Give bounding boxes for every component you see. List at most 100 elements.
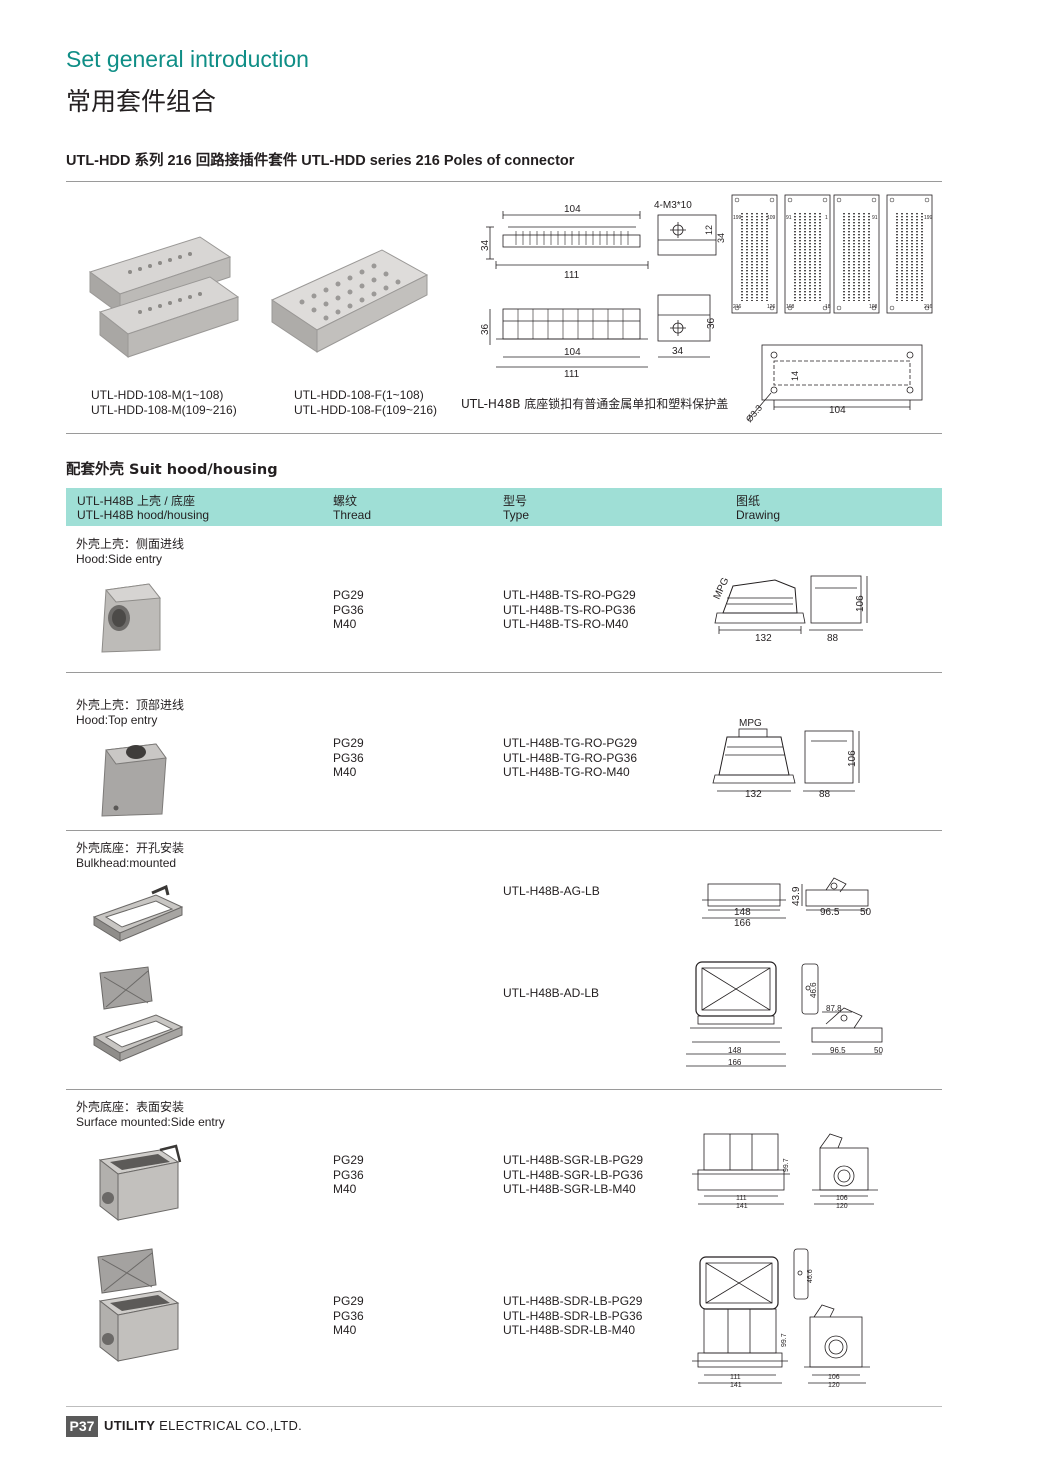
bulkhead-ag-image — [92, 884, 184, 942]
page-title-en: Set general introduction — [66, 46, 309, 72]
top-side-view — [486, 211, 649, 269]
dim-106-b: 106 — [847, 750, 858, 767]
dim-111: 111 — [736, 1195, 747, 1202]
row3-label-en: Bulkhead:mounted — [76, 855, 177, 870]
bulkhead-ag-drawing: 148 166 43.9 96.5 50 — [702, 877, 872, 929]
dim-132-b: 132 — [745, 789, 762, 800]
dim-m3: 4-M3*10 — [654, 200, 692, 211]
female-socket-holes — [299, 263, 401, 321]
end-view-top — [657, 214, 717, 256]
type-value: UTL-H48B-SGR-LB-M40 — [503, 1182, 636, 1196]
dim-120-b: 120 — [828, 1382, 840, 1389]
pin-label-c2: 91 — [872, 215, 878, 221]
th-thread: 螺纹 Thread — [333, 494, 371, 522]
end-view-bottom — [657, 294, 711, 358]
page-number-badge: P37 — [66, 1416, 98, 1437]
dim-99-7-b: 99.7 — [781, 1333, 788, 1347]
section2-heading: 配套外壳 Suit hood/housing — [66, 462, 278, 478]
dim-50-b: 50 — [874, 1046, 883, 1055]
surface-sdr-image — [97, 1248, 180, 1363]
type-value: UTL-H48B-TS-RO-M40 — [503, 617, 629, 631]
dim-hole-dia: Ø3.3 — [744, 403, 764, 424]
dim-111-top: 111 — [564, 270, 580, 281]
male-label-1: UTL-HDD-108-M(1~108) — [91, 388, 224, 402]
pin-label-a1: 199 — [733, 215, 742, 221]
thread-value: PG36 — [333, 1308, 364, 1323]
mpg-label-2: MPG — [739, 718, 762, 729]
surface-sdr-drawing: 111 141 99.7 46.6 106 120 — [692, 1248, 870, 1389]
row4a-types: UTL-H48B-SGR-LB-PG29 UTL-H48B-SGR-LB-PG3… — [503, 1153, 643, 1197]
section1-top-rule — [66, 181, 942, 182]
thread-value: PG36 — [333, 602, 364, 617]
pin-label-b3: 108 — [786, 304, 795, 310]
section1-bottom-rule — [66, 433, 942, 434]
th-type: 型号 Type — [503, 494, 529, 522]
row2-types: UTL-H48B-TG-RO-PG29 UTL-H48B-TG-RO-PG36 … — [503, 736, 637, 780]
type-value: UTL-H48B-SGR-LB-PG36 — [503, 1167, 644, 1182]
surface-sgr-image — [98, 1144, 182, 1222]
dim-166-b: 166 — [728, 1058, 742, 1067]
row4-label: 外壳底座：表面安装 Surface mounted:Side entry — [76, 1100, 225, 1129]
dim-87-8: 87.8 — [826, 1004, 842, 1013]
pin-label-b4: 18 — [825, 304, 831, 310]
panel-cutout-drawing — [747, 344, 923, 421]
hood-top-entry-drawing: MPG 132 88 106 — [712, 718, 860, 800]
pin-label-d4: 216 — [924, 304, 933, 310]
th-drawing: 图纸 Drawing — [736, 494, 780, 522]
row2-threads: PG29 PG36 M40 — [333, 736, 364, 780]
row4a-threads: PG29 PG36 M40 — [333, 1153, 364, 1197]
th-type-cn: 型号 — [503, 494, 528, 508]
pin-label-a2: 109 — [767, 215, 776, 221]
thread-value: PG29 — [333, 1294, 364, 1308]
dim-148: 148 — [734, 907, 751, 918]
dim-106: 106 — [855, 595, 866, 612]
page-title-cn: 常用套件组合 — [66, 87, 217, 116]
row4-label-en: Surface mounted:Side entry — [76, 1114, 225, 1129]
dim-46-6-b: 46.6 — [807, 1269, 814, 1283]
hood-top-entry-image — [101, 743, 167, 817]
type-value: UTL-H48B-SGR-LB-PG29 — [503, 1153, 644, 1167]
row1-types: UTL-H48B-TS-RO-PG29 UTL-H48B-TS-RO-PG36 … — [503, 588, 636, 632]
th-thread-cn: 螺纹 — [333, 494, 358, 508]
female-label-2: UTL-HDD-108-F(109~216) — [294, 402, 438, 417]
type-value: UTL-H48B-TG-RO-M40 — [503, 765, 630, 779]
row3-label-cn: 外壳底座：开孔安装 — [76, 841, 185, 855]
thread-value: M40 — [333, 1182, 357, 1196]
th-drawing-en: Drawing — [736, 508, 781, 522]
dim-106-sb: 106 — [828, 1374, 840, 1381]
row3-type-b: UTL-H48B-AD-LB — [503, 986, 600, 1000]
thread-value: M40 — [333, 1323, 357, 1337]
type-value: UTL-H48B-TG-RO-PG36 — [503, 750, 638, 765]
row1-threads: PG29 PG36 M40 — [333, 588, 364, 632]
dim-34-end-bottom: 34 — [672, 346, 684, 357]
type-value: UTL-H48B-SDR-LB-PG36 — [503, 1308, 643, 1323]
dim-111-b: 111 — [730, 1374, 741, 1381]
dim-111-side: 111 — [564, 369, 580, 380]
company-name-bold: UTILITY — [104, 1418, 156, 1433]
th-type-en: Type — [503, 508, 530, 522]
row4b-types: UTL-H48B-SDR-LB-PG29 UTL-H48B-SDR-LB-PG3… — [503, 1294, 642, 1338]
row1-label-cn: 外壳上壳：侧面进线 — [76, 537, 185, 551]
pin-label-c4: 108 — [869, 304, 878, 310]
row4-label-cn: 外壳底座：表面安装 — [76, 1100, 185, 1114]
row1-label: 外壳上壳：侧面进线 Hood:Side entry — [76, 537, 184, 566]
dim-36-end: 36 — [706, 317, 717, 329]
row2-rule — [66, 830, 942, 831]
pin-layout-panels — [731, 194, 933, 314]
pin-label-d2: 199 — [924, 215, 933, 221]
thread-value: PG36 — [333, 1167, 364, 1182]
section1-heading: UTL-HDD 系列 216 回路接插件套件 UTL-HDD series 21… — [66, 153, 575, 169]
dim-141-b: 141 — [730, 1382, 742, 1389]
type-value: UTL-H48B-SDR-LB-PG29 — [503, 1294, 643, 1308]
housing-note: UTL-H48B 底座锁扣有普通金属单扣和塑料保护盖 — [461, 397, 729, 411]
th-thread-en: Thread — [333, 508, 372, 522]
dim-88-b: 88 — [819, 789, 831, 800]
female-label-1: UTL-HDD-108-F(1~108) — [294, 388, 424, 402]
dim-34-end: 34 — [716, 233, 726, 243]
dim-46-6: 46.6 — [809, 982, 818, 998]
dim-104-side: 104 — [564, 347, 581, 358]
row2-label-en: Hood:Top entry — [76, 712, 158, 727]
dim-106-s: 106 — [836, 1195, 848, 1202]
dim-104-top: 104 — [564, 204, 581, 215]
hood-side-entry-drawing: 132 88 106 MPG — [712, 575, 868, 644]
